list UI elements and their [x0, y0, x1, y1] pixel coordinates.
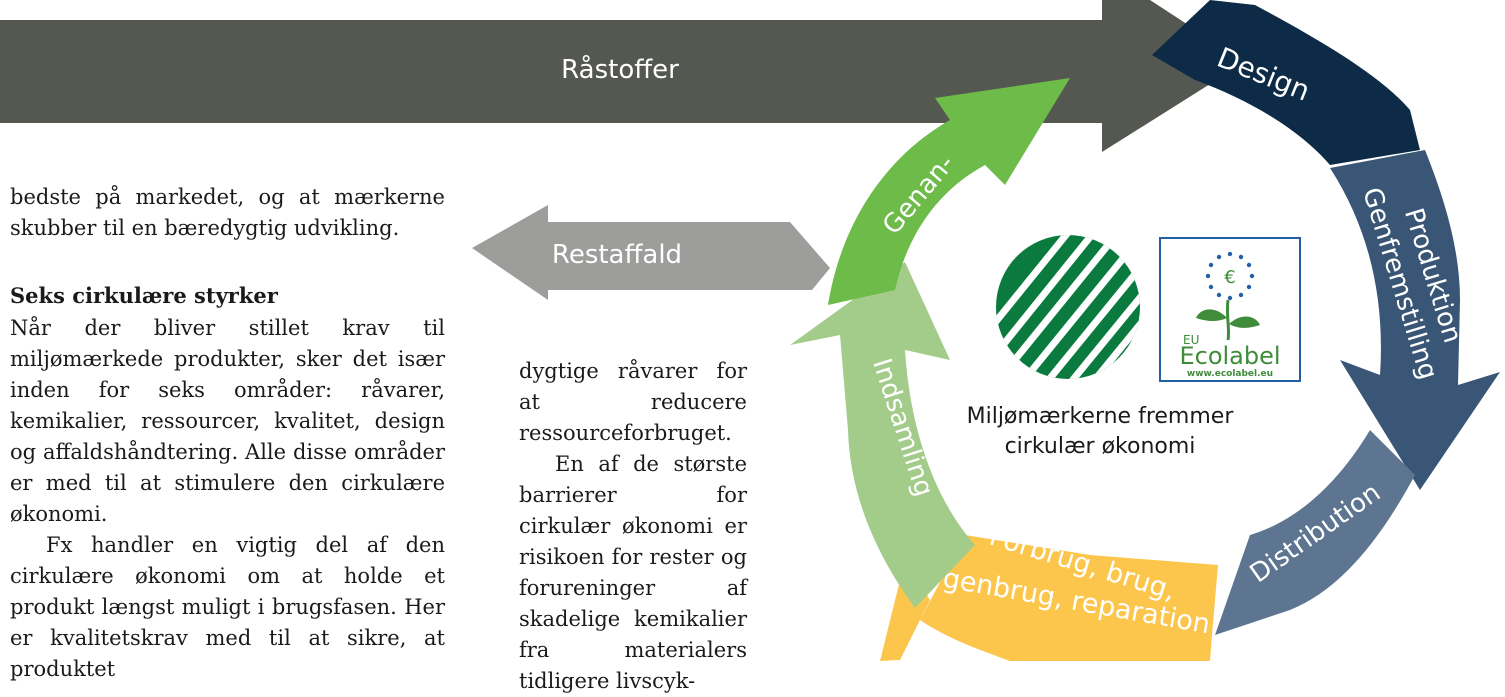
- reuse-arrow: [828, 78, 1070, 305]
- section-heading: Seks cirkulære styrker: [10, 283, 278, 308]
- eu-stars-icon: [1205, 251, 1255, 301]
- intro-paragraph: bedste på markedet, og at mærkerne skubb…: [10, 185, 445, 240]
- body-column-2: dygtige råvarer for at reducere ressourc…: [519, 356, 747, 697]
- waste-label: Restaffald: [552, 240, 682, 270]
- paragraph-1: Når der bliver stillet krav til miljømær…: [10, 316, 445, 526]
- raw-materials-arrow: [0, 0, 1245, 152]
- ecolabel-url: www.ecolabel.eu: [1187, 369, 1273, 379]
- waste-arrow: [472, 205, 830, 300]
- caption-line-1: Miljømærkerne fremmer: [966, 404, 1234, 429]
- collection-arrow: [790, 262, 975, 608]
- column2-paragraph-2: En af de største barrierer for cirkulær …: [519, 452, 747, 693]
- design-arrow: [1152, 0, 1420, 165]
- eu-ecolabel-logo: € EU Ecolabel www.ecolabel.eu: [1159, 237, 1301, 382]
- flower-stem-icon: [1225, 299, 1231, 341]
- caption-line-2: cirkulær økonomi: [1004, 434, 1196, 459]
- euro-symbol: €: [1224, 267, 1235, 288]
- consumption-arrow: [920, 535, 1218, 661]
- diagram-caption: Miljømærkerne fremmer cirkulær økonomi: [950, 402, 1250, 462]
- distribution-arrow: [1215, 430, 1415, 635]
- body-column-1: Når der bliver stillet krav til miljømær…: [10, 313, 445, 685]
- production-arrow: [1330, 150, 1500, 490]
- paragraph-2: Fx handler en vigtig del af den cirkulær…: [10, 533, 445, 681]
- ecolabel-name: Ecolabel: [1179, 342, 1280, 370]
- nordic-swan-logo: [996, 235, 1140, 379]
- raw-materials-label: Råstoffer: [561, 54, 679, 85]
- flower-leaf-left-icon: [1196, 309, 1227, 321]
- column2-paragraph-1: dygtige råvarer for at reducere ressourc…: [519, 359, 747, 445]
- eu-label: EU: [1183, 333, 1199, 347]
- flower-leaf-right-icon: [1229, 316, 1260, 328]
- circular-economy-diagram: Råstoffer Restaffald Design Produktion G…: [0, 0, 1500, 661]
